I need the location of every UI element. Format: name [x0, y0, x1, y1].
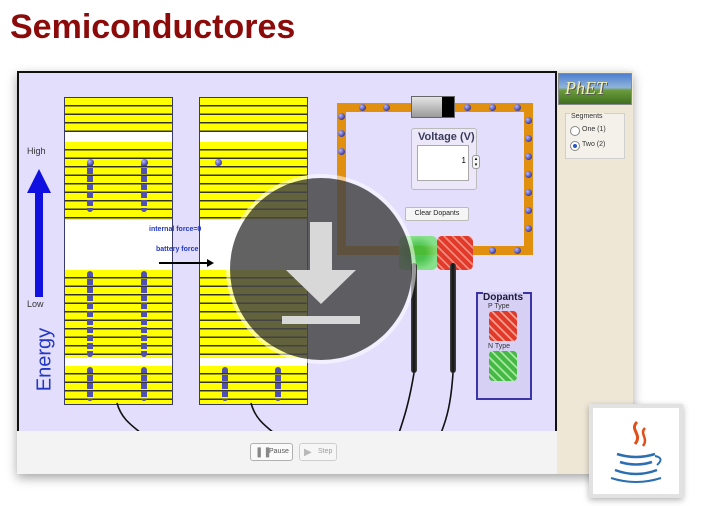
- battery-force-label: battery force: [156, 246, 199, 253]
- clear-dopants-button[interactable]: Clear Dopants: [405, 207, 469, 221]
- electron-column: [87, 160, 93, 212]
- energy-low-label: Low: [27, 299, 44, 309]
- electron: [525, 117, 532, 124]
- pause-icon: ❚❚: [255, 447, 272, 458]
- electron-column: [141, 160, 147, 212]
- segments-group: Segments One (1) Two (2): [565, 113, 625, 159]
- electron-column: [275, 367, 281, 401]
- electron: [338, 113, 345, 120]
- download-overlay-button[interactable]: [230, 178, 412, 360]
- electron: [489, 247, 496, 254]
- electron: [514, 247, 521, 254]
- electron: [525, 189, 532, 196]
- electron: [464, 104, 471, 111]
- voltmeter-probe-right[interactable]: [450, 263, 456, 373]
- circuit-wire-right: [524, 103, 533, 255]
- electron: [338, 130, 345, 137]
- electron: [525, 171, 532, 178]
- battery: [411, 96, 455, 118]
- java-icon: [610, 420, 662, 483]
- probe-cables: [116, 373, 454, 433]
- download-icon: [282, 222, 360, 324]
- circuit-wire-left: [337, 103, 346, 255]
- electron: [338, 148, 345, 155]
- n-type-dopant[interactable]: [489, 351, 517, 381]
- segments-two-label[interactable]: Two (2): [582, 141, 606, 148]
- electron-column: [87, 271, 93, 357]
- energy-high-label: High: [27, 146, 46, 156]
- electron: [87, 159, 94, 166]
- step-icon: ▶: [304, 447, 312, 458]
- electron: [359, 104, 366, 111]
- pause-button[interactable]: ❚❚ Pause: [250, 443, 293, 461]
- page-title: Semiconductores: [10, 8, 296, 46]
- electron: [383, 104, 390, 111]
- battery-force-arrow-icon: [159, 259, 214, 267]
- energy-axis-label: Energy: [33, 327, 56, 392]
- p-type-label: P Type: [488, 303, 510, 310]
- voltmeter-probe-left[interactable]: [411, 263, 417, 373]
- electron: [489, 104, 496, 111]
- electron: [525, 225, 532, 232]
- segments-one-label[interactable]: One (1): [582, 126, 606, 133]
- segments-two-radio[interactable]: [570, 141, 580, 151]
- voltage-panel: Voltage (V) 1 ▴▾: [411, 128, 480, 190]
- electron-column: [222, 367, 228, 401]
- semiconductor-block-left[interactable]: [64, 97, 173, 405]
- segments-legend: Segments: [570, 113, 604, 120]
- electron-column: [141, 271, 147, 357]
- electron-column: [87, 367, 93, 401]
- dopants-title: Dopants: [483, 292, 523, 303]
- electron: [215, 159, 222, 166]
- voltage-label: Voltage (V): [418, 131, 475, 143]
- p-type-dopant[interactable]: [489, 311, 517, 341]
- step-button[interactable]: ▶ Step: [299, 443, 337, 461]
- java-badge: [589, 404, 683, 498]
- voltage-spinner[interactable]: ▴▾: [472, 155, 480, 169]
- electron: [525, 153, 532, 160]
- internal-force-label: internal force=0: [149, 226, 202, 233]
- electron: [514, 104, 521, 111]
- electron: [141, 159, 148, 166]
- dopants-panel: Dopants P Type N Type: [476, 292, 532, 400]
- electron: [525, 135, 532, 142]
- n-type-label: N Type: [488, 343, 511, 350]
- energy-arrow-icon: [27, 169, 51, 297]
- electron: [525, 207, 532, 214]
- electron-column: [141, 367, 147, 401]
- voltage-input[interactable]: 1: [417, 145, 469, 181]
- phet-logo[interactable]: PhET: [558, 73, 632, 105]
- clock-control-bar: ❚❚ Pause ▶ Step: [17, 431, 557, 474]
- segments-one-radio[interactable]: [570, 126, 580, 136]
